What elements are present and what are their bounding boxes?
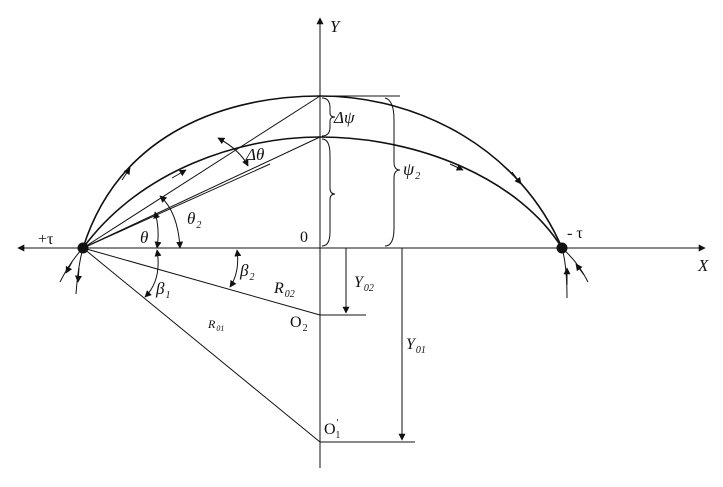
pos-charge-arrow-1 — [65, 261, 73, 274]
ray-to-inner-top — [82, 136, 321, 249]
psi1-brace — [321, 138, 336, 247]
outer-arc-direction-1 — [121, 167, 131, 181]
inner-arc-direction-2 — [449, 163, 464, 171]
ray-tangent-inner — [82, 163, 271, 249]
theta-label: θ — [140, 228, 148, 247]
pos-charge-arrow-2 — [74, 267, 82, 283]
positive-charge — [77, 242, 89, 254]
o2-label: O2 — [290, 314, 308, 334]
theta2-arc — [159, 195, 184, 249]
delta-psi-brace — [321, 97, 336, 137]
psi2-brace — [384, 97, 401, 247]
delta-theta-label: Δθ — [245, 145, 264, 164]
r02-label: R02 — [273, 280, 295, 300]
theta2-label: θ2 — [187, 209, 201, 231]
neg-charge-line-1 — [561, 247, 568, 299]
beta2-label: β2 — [239, 261, 254, 283]
o1-label: O'1 — [324, 418, 340, 441]
delta-theta-arc — [217, 137, 249, 167]
beta1-arc — [144, 249, 162, 298]
neg-charge-arrow-2 — [575, 263, 585, 276]
y-axis-label: Y — [330, 17, 341, 36]
psi2-label: ψ2 — [403, 159, 420, 182]
theta-arc — [153, 211, 162, 249]
beta1-label: β1 — [155, 279, 170, 301]
positive-charge-label: +τ — [38, 231, 54, 248]
outer-arc-direction-2 — [511, 171, 522, 185]
beta2-arc — [229, 249, 242, 288]
delta-psi-label: Δψ — [333, 108, 355, 127]
radius-r01-line — [82, 247, 321, 443]
negative-charge — [556, 242, 568, 254]
negative-charge-label: - τ — [567, 225, 583, 242]
outer-field-arc — [82, 95, 563, 249]
x-axis-label: X — [697, 256, 709, 275]
ray-to-outer-top — [82, 95, 321, 249]
origin-label: 0 — [300, 229, 308, 246]
y01-label: Y01 — [406, 336, 426, 356]
inner-arc-direction-1 — [171, 169, 187, 179]
radius-r02-line — [82, 247, 321, 316]
y02-label: Y02 — [354, 274, 374, 294]
r01-label: R01 — [207, 317, 224, 333]
